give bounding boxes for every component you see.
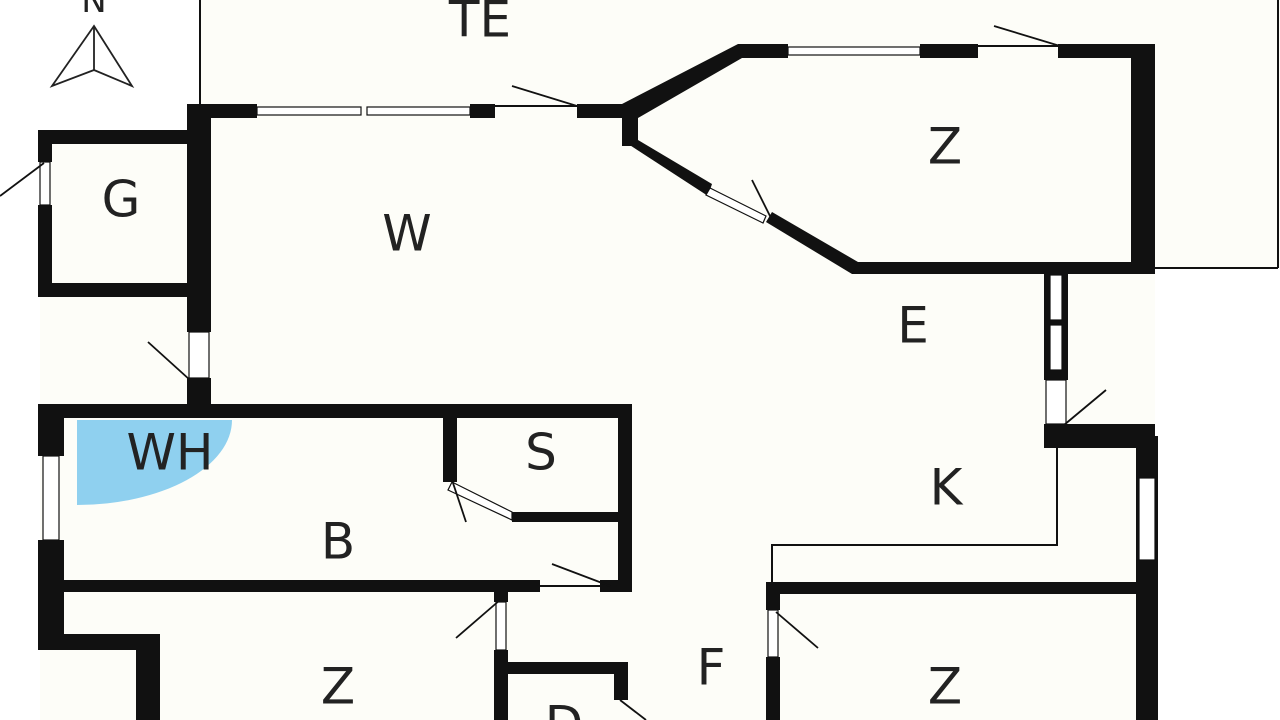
window-living-top-1 [256,106,362,116]
door-leaf-hall [1045,379,1067,425]
door-leaf-bedroom-upper [705,187,767,224]
wall-bathroom-top [38,404,632,418]
wall-living-top-mid [470,104,495,118]
wall-bedroom-upper-diagonal-bottom-left [622,140,712,196]
wall-bedroom-right-left-upper [766,582,780,610]
room-label-bedroom-bottom-left: Z [321,658,355,716]
room-label-kitchen: K [930,459,964,517]
door-leaf-living-left [188,331,210,379]
wall-living-top-right [577,104,632,118]
wall-bathroom-bottom-right [600,580,632,592]
wall-small-room-top [508,662,628,674]
door-swing-bathroom [551,563,611,587]
north-arrow-icon [49,24,135,88]
wall-storage-top [38,130,198,144]
wall-bedroom-right-top [766,582,1156,594]
wall-storage-left-top [38,130,52,162]
room-label-small-room: D [545,696,584,720]
door-swing-bedroom-upper-top [993,25,1061,47]
door-swing-living-left [147,341,191,381]
wall-bathroom-left-upper [38,404,64,456]
wall-closet-left [443,404,457,482]
window-kitchen-right [1138,477,1156,561]
door-leaf-storage [39,161,51,206]
room-label-hall: E [897,297,929,355]
wall-bathroom-bottom-left [38,580,540,592]
window-hall-right-2 [1049,324,1063,371]
room-label-storage: G [102,171,141,229]
wall-bedroom-upper-left-short [622,104,638,146]
wall-bedroom-upper-diagonal-top [622,44,788,118]
door-swing-closet [451,479,467,523]
window-hall-right-1 [1049,274,1063,321]
door-swing-hall [1063,389,1107,426]
wall-bedroom-upper-top-right [1058,44,1155,58]
door-swing-bedroom-left [455,599,501,639]
door-swing-terrace [511,85,578,107]
window-bedroom-upper-top [787,46,921,56]
north-arrow: N [49,0,135,88]
door-swing-small-room [619,699,647,720]
wall-bedroom-left-step-v [136,634,160,720]
room-label-hallway: F [697,639,726,697]
wall-storage-bottom [38,283,198,297]
room-label-closet: S [525,424,557,482]
wall-bedroom-left-step-h [38,634,160,650]
wall-bathroom-right [618,404,632,590]
window-living-top-2 [366,106,471,116]
wall-bedroom-right-left-lower [766,657,780,720]
wall-small-room-right [614,662,628,700]
kitchen-counter-line [771,445,1058,585]
door-leaf-bedroom-left [495,601,507,651]
room-label-bedroom-top-right: Z [928,118,962,176]
wall-bedroom-left-right-upper [494,590,508,602]
north-letter: N [81,0,106,21]
room-label-water-heater: WH [126,424,213,482]
wall-bedroom-upper-bottom [852,262,1155,274]
window-bathroom-left [42,455,60,541]
wall-bedroom-upper-top-mid [920,44,978,58]
floor-area [40,0,1280,720]
wall-bedroom-upper-right [1131,44,1155,274]
room-label-terrace: TE [448,0,511,49]
wall-storage-left-bottom [38,205,52,297]
water-heater-swing-arc [77,420,232,505]
door-leaf-bedroom-right [767,609,779,658]
room-label-bedroom-bottom-right: Z [928,658,962,716]
wall-bathroom-left-lower [38,540,64,650]
door-leaf-closet [447,481,513,521]
wall-bedroom-left-right-lower [494,650,508,720]
room-label-living: W [382,205,431,263]
door-swing-storage [0,162,45,197]
wall-closet-bottom [512,512,632,522]
wall-bedroom-upper-diagonal-bottom-right [766,212,858,274]
room-label-bathroom: B [321,513,355,571]
door-swing-bedroom-right [775,611,819,649]
door-swing-bedroom-upper [751,179,773,221]
